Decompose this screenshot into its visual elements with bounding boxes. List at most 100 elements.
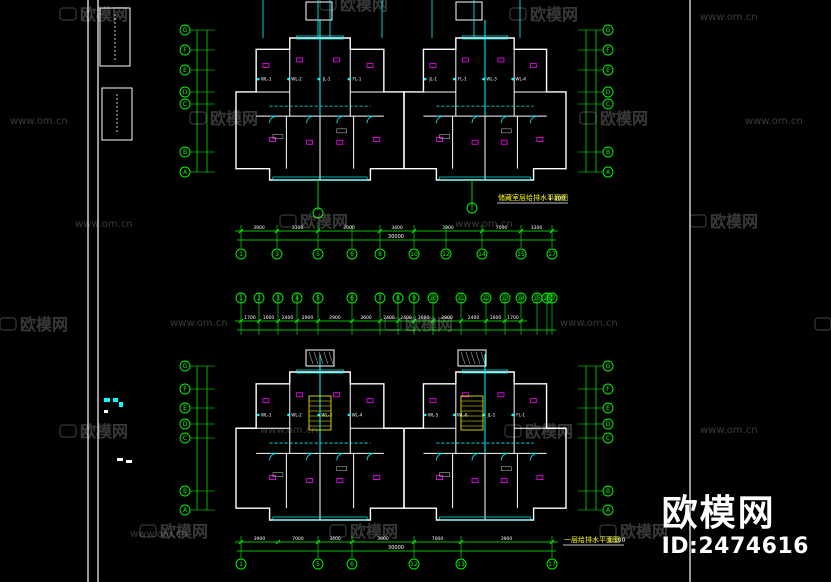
ground-col-axis-12 (480, 292, 492, 304)
ground-col-axis-14 (515, 292, 527, 304)
ground-row-axis-D-0-label: D (183, 421, 188, 428)
ground-top-seg-dim-text-7: 2400 (400, 315, 412, 321)
basement-unit-right-room-tag-1 (501, 128, 512, 134)
ground-unit-right-riser-0: WL-5 (428, 412, 439, 417)
watermark-url-8: www.om.cn (75, 219, 133, 230)
watermark-sofa-icon-19 (504, 424, 522, 438)
basement-unit-left-riser-dot-2 (317, 77, 321, 81)
basement-row-axis-E-0-label: E (183, 67, 187, 74)
basement-col-axis-15-label: 15 (517, 251, 525, 258)
ground-unit-right-fixture-6 (500, 478, 508, 483)
basement-seg-dim-text-5: 7000 (496, 225, 508, 231)
ground-unit-left-riser-3: WL-4 (352, 412, 363, 417)
basement-col-axis-15 (515, 248, 527, 260)
basement-stair-left (305, 1, 333, 21)
basement-unit-left-fixture-5 (306, 139, 313, 145)
ground-bottom-col-axis-6-label: 6 (350, 561, 354, 568)
basement-unit-left-window-bottom (272, 176, 368, 181)
basement-unit-right-riser-dot-3 (511, 77, 514, 81)
ground-unit-right-room-tag-0 (439, 472, 450, 477)
watermark-brand-23: 欧模网 (160, 522, 208, 541)
ground-unit-left-riser-dot-0 (256, 413, 260, 417)
basement-unit-left-riser-3: FL-1 (353, 77, 362, 82)
ground-col-axis-2-label: 2 (257, 295, 261, 302)
ground-col-axis-11 (455, 292, 467, 304)
watermark-brand-19: 欧模网 (525, 422, 573, 441)
basement-unit-right-fixture-5 (471, 139, 479, 145)
ground-unit-left-fixture-2 (333, 392, 340, 398)
ground-unit-left-room-tag-1 (336, 466, 347, 471)
ground-unit-left-door-1 (306, 453, 314, 461)
basement-row-axis-G-1-label: G (606, 27, 611, 34)
basement-unit-right-door-1 (471, 115, 480, 124)
ground-col-axis-8-label: 8 (396, 295, 400, 302)
ground-unit-right-riser-1: WL-6 (457, 412, 468, 417)
ground-bottom-seg-dim-text-5: 3900 (501, 536, 513, 542)
ground-col-axis-6 (346, 292, 358, 304)
ground-hatch-line-0-3 (323, 351, 329, 365)
ground-col-axis-5 (312, 292, 324, 304)
basement-unit-right-riser-1: FL-1 (458, 77, 467, 82)
ground-stair-1 (460, 395, 484, 431)
ground-col-axis-5-label: 5 (316, 295, 320, 302)
ground-scale-text: 1:100 (608, 537, 625, 544)
basement-unit-right-window-bottom (439, 176, 531, 181)
ground-col-axis-13 (499, 292, 511, 304)
basement-row-axis-C-1-label: C (606, 101, 610, 108)
watermark-sofa-icon-22 (329, 524, 347, 538)
ground-top-seg-dim-text-3: 2900 (302, 315, 314, 321)
basement-stair-right (455, 1, 483, 21)
ground-bottom-seg-dim-text-0: 3900 (254, 536, 266, 542)
ground-bottom-col-axis-12 (408, 558, 420, 570)
basement-unit-right-fixture-0 (429, 63, 437, 68)
ground-total-dim-text: 30000 (388, 545, 404, 551)
basement-unit-left-fixture-0 (262, 63, 270, 68)
ground-row-axis-C-1-label: C (606, 435, 610, 442)
ground-unit-left-fixture-3 (366, 398, 374, 404)
basement-row-axis-D-0-label: D (183, 89, 188, 96)
ground-top-seg-dim-text-10: 2400 (468, 315, 480, 321)
ground-bottom-seg-dim-tick-1 (275, 539, 281, 545)
watermark-url-20: www.om.cn (700, 425, 758, 436)
ground-unit-left-riser-0: WL-1 (261, 412, 272, 417)
watermark-sofa-icon-14 (384, 317, 402, 331)
watermark-brand-0: 欧模网 (80, 5, 128, 24)
watermark-sofa-icon-1 (509, 7, 527, 21)
basement-col-axis-14 (476, 248, 488, 260)
watermark-brand-14: 欧模网 (405, 315, 453, 334)
ground-title-text: 一层给排水平面图 (564, 535, 620, 544)
basement-unit-left-fixture-3 (366, 63, 374, 68)
basement-unit-left-fixture-4 (269, 136, 277, 142)
ground-top-seg-dim-text-12: 1700 (507, 315, 519, 321)
basement-seg-dim-text-2: 7000 (343, 225, 355, 231)
ground-top-seg-dim-tick-2 (275, 318, 281, 324)
basement-seg-dim-text-1: 3300 (292, 225, 304, 231)
watermark-brand-6: 欧模网 (600, 109, 648, 128)
ground-stair-0 (308, 395, 332, 431)
ground-unit-right-window-bottom (439, 516, 531, 521)
ground-col-axis-9-label: 9 (412, 295, 416, 302)
title-block-box-2 (101, 87, 133, 141)
ground-unit-left-door-3 (366, 453, 375, 461)
ground-unit-left-riser-1: WL-2 (291, 412, 302, 417)
ground-row-axis-F-0-label: F (183, 386, 187, 393)
ground-col-axis-1-label: 1 (239, 295, 243, 302)
basement-unit-left-riser-dot-1 (287, 77, 290, 81)
ground-col-axis-7 (374, 292, 386, 304)
ground-hatch-line-1-0 (460, 351, 466, 365)
ground-unit-right-fixture-1 (461, 392, 469, 398)
title-block (99, 7, 133, 141)
ground-unit-left-fixture-6 (336, 478, 344, 483)
watermark-url-7: www.om.cn (745, 116, 803, 127)
basement-row-axis-A-0-label: A (183, 169, 188, 176)
ground-top-seg-dim-text-1: 1600 (263, 315, 275, 321)
watermark-sofa-icon-16 (814, 317, 831, 331)
basement-unit-right-riser-dot-2 (482, 77, 485, 81)
basement-unit-left-riser-dot-0 (256, 77, 260, 81)
ground-col-axis-14-label: 14 (517, 295, 525, 302)
basement-row-axis-A-1-label: A (606, 169, 611, 176)
ground-col-axis-12-label: 12 (482, 295, 490, 302)
ground-unit-left-door-0 (269, 453, 277, 461)
ground-unit-right-riser-2: JL-1 (487, 412, 496, 417)
